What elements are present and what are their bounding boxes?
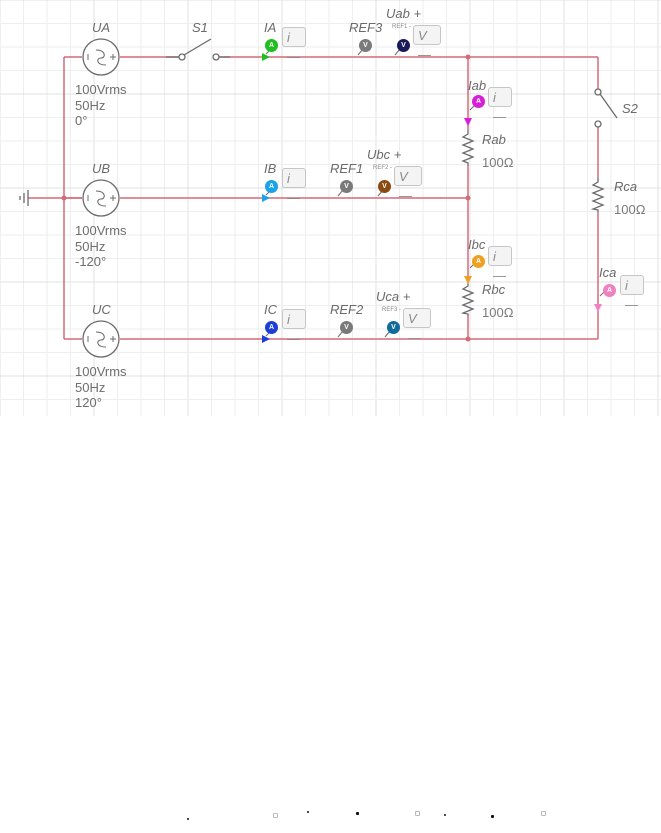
ref2-label: REF2 [330, 302, 364, 317]
voltmeter-ubc-ref: REF2 - [373, 165, 393, 171]
switch-s1-icon[interactable] [166, 38, 230, 61]
switch-s2-label: S2 [622, 101, 638, 116]
voltmeter-uab-ref: REF1 - [392, 24, 412, 30]
bottom-dots [0, 808, 661, 828]
switch-s2-icon[interactable] [594, 88, 618, 128]
dot [187, 818, 189, 820]
dot [415, 811, 420, 816]
ref3-probe-icon[interactable]: V [359, 39, 372, 52]
resistor-rca-icon[interactable] [590, 178, 605, 212]
junction-top-ab [465, 54, 471, 60]
ammeter-ia-readout[interactable]: i — [282, 27, 306, 64]
ref2-probe-icon[interactable]: V [340, 321, 353, 334]
switch-s1-label: S1 [192, 20, 208, 35]
source-ub-voltage: 100Vrms [75, 223, 127, 238]
ammeter-ia-label: IA [264, 20, 277, 35]
resistor-rbc-value: 100Ω [482, 305, 514, 320]
voltmeter-uab-icon[interactable]: V [397, 39, 410, 52]
voltmeter-uca-ref: REF3 - [382, 307, 402, 313]
diagram-labels: UA 100Vrms 50Hz 0° UB 100Vrms 50Hz -120°… [0, 0, 661, 416]
junction-mid-b [465, 195, 471, 201]
ammeter-iab-readout[interactable]: i — [488, 87, 512, 124]
source-ua-freq: 50Hz [75, 98, 106, 113]
arrow-ica-icon [594, 304, 602, 312]
junctions [61, 54, 471, 342]
resistor-rbc-label: Rbc [482, 282, 506, 297]
dot [491, 815, 494, 818]
ammeter-ica-icon[interactable]: A [603, 284, 616, 297]
ammeter-ibc-label: Ibc [468, 237, 486, 252]
source-ua-icon[interactable] [82, 38, 120, 76]
resistor-rbc-icon[interactable] [460, 282, 475, 316]
voltmeter-ubc-label: Ubc + [367, 147, 402, 162]
source-ua-phase: 0° [75, 113, 88, 128]
resistor-rab-label: Rab [482, 132, 506, 147]
source-uc-icon[interactable] [82, 320, 120, 358]
ammeter-ic-icon[interactable]: A [265, 321, 278, 334]
source-ub-phase: -120° [75, 254, 107, 269]
source-uc-label: UC [92, 302, 111, 317]
voltmeter-uab-label: Uab + [386, 6, 422, 21]
ammeter-ib-label: IB [264, 161, 277, 176]
source-ub-icon[interactable] [82, 179, 120, 217]
ref3-label: REF3 [349, 20, 383, 35]
ammeter-ibc-readout[interactable]: i — [488, 246, 512, 283]
source-ub-label: UB [92, 161, 111, 176]
source-uc-freq: 50Hz [75, 380, 106, 395]
junction-left-b [61, 195, 67, 201]
ammeter-ib-icon[interactable]: A [265, 180, 278, 193]
arrow-ib-icon [262, 194, 270, 202]
ammeter-ica-label: Ica [599, 265, 617, 280]
voltmeter-uab-readout[interactable]: V — [413, 25, 441, 62]
ammeter-iab-icon[interactable]: A [472, 95, 485, 108]
voltmeter-uca-readout[interactable]: V — [403, 308, 431, 345]
source-uc-voltage: 100Vrms [75, 364, 127, 379]
wires [28, 56, 599, 340]
ammeter-ica-readout[interactable]: i — [620, 275, 644, 312]
source-uc-phase: 120° [75, 395, 102, 410]
ref1-probe-icon[interactable]: V [340, 180, 353, 193]
resistor-rca-label: Rca [614, 179, 638, 194]
source-ua-label: UA [92, 20, 111, 35]
grid [0, 0, 661, 416]
ammeter-iab-label: Iab [468, 78, 487, 93]
voltmeter-uca-label: Uca + [376, 289, 411, 304]
ammeter-ia-icon[interactable]: A [265, 39, 278, 52]
source-ua-voltage: 100Vrms [75, 82, 127, 97]
ammeter-ib-readout[interactable]: i — [282, 168, 306, 205]
resistor-rab-icon[interactable] [461, 130, 475, 166]
ammeter-ibc-icon[interactable]: A [472, 255, 485, 268]
voltmeter-ubc-icon[interactable]: V [378, 180, 391, 193]
ground-icon [19, 190, 29, 206]
arrow-iab-icon [464, 118, 472, 126]
ammeter-ic-label: IC [264, 302, 277, 317]
voltmeter-uca-icon[interactable]: V [387, 321, 400, 334]
voltmeter-ubc-readout[interactable]: V — [394, 166, 422, 203]
arrow-ibc-icon [464, 276, 472, 284]
dot [541, 811, 546, 816]
ammeter-ic-readout[interactable]: i — [282, 309, 306, 346]
dot [307, 811, 309, 813]
junction-bottom-c [465, 336, 471, 342]
dot [273, 813, 278, 818]
dot [444, 814, 446, 816]
dot [356, 812, 359, 815]
resistor-rab-value: 100Ω [482, 155, 514, 170]
arrow-ic-icon [262, 335, 270, 343]
arrow-ia-icon [262, 53, 270, 61]
resistor-rca-value: 100Ω [614, 202, 646, 217]
ref1-label: REF1 [330, 161, 364, 176]
source-ub-freq: 50Hz [75, 239, 106, 254]
